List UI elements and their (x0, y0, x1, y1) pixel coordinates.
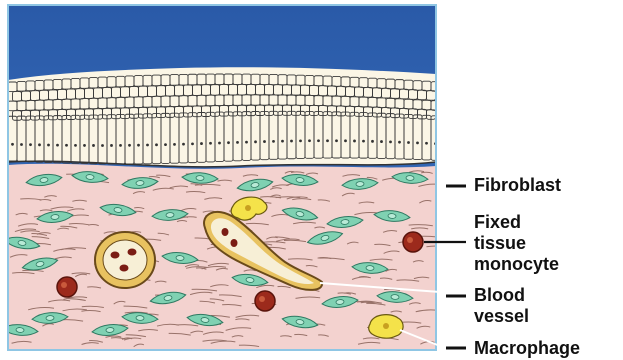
label-line: vessel (474, 306, 529, 327)
monocyte (403, 232, 423, 252)
label-line: monocyte (474, 254, 559, 275)
label-macrophage: Macrophage (474, 338, 580, 359)
label-blood-vessel: Blood vessel (474, 285, 529, 327)
blood-vessel-round (95, 232, 155, 288)
label-line: Fixed (474, 212, 559, 233)
label-fibroblast: Fibroblast (474, 175, 561, 196)
label-line: Blood (474, 285, 529, 306)
monocyte (255, 291, 275, 311)
monocyte (57, 277, 77, 297)
macrophage (369, 315, 403, 339)
label-line: tissue (474, 233, 559, 254)
label-fixed-tissue-monocyte: Fixed tissue monocyte (474, 212, 559, 275)
epithelium-layer (8, 67, 436, 167)
